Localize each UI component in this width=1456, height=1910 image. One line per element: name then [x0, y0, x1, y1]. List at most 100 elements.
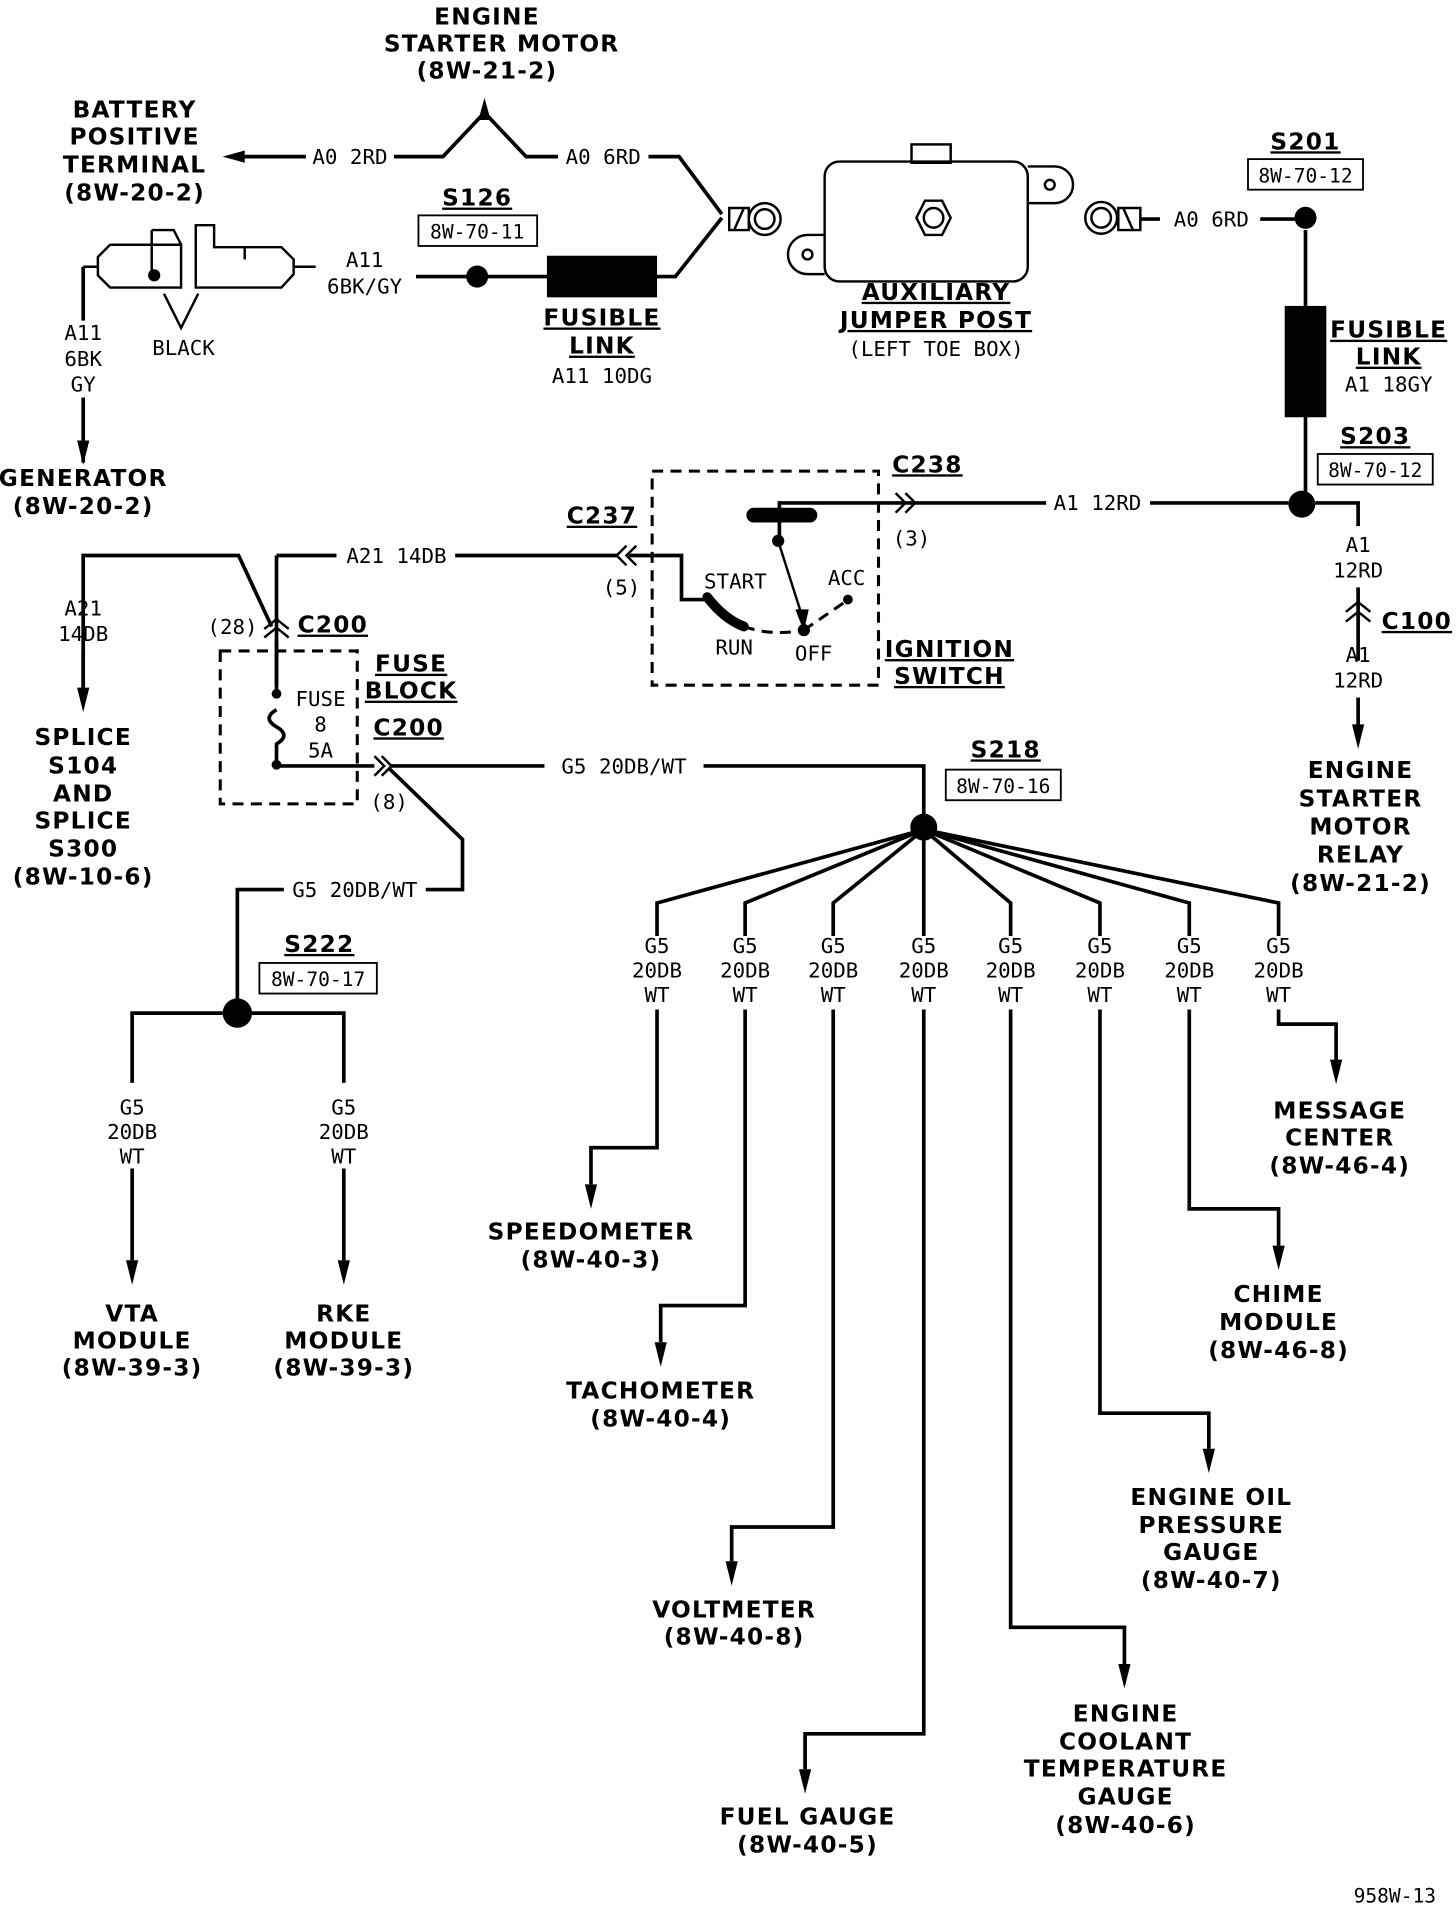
wire-label: 20DB — [319, 1120, 369, 1144]
battery-label: POSITIVE — [69, 123, 199, 150]
wire-label: 20DB — [632, 959, 682, 983]
wire-s218-branch — [655, 827, 925, 937]
splice-s203-ref-box — [1316, 453, 1434, 486]
splice-label: SPLICE — [34, 724, 131, 751]
wire-label: A1 — [1346, 533, 1371, 557]
jumper-post-label: AUXILIARY — [862, 279, 1011, 306]
wire-label: 6BK/GY — [327, 275, 403, 299]
wire-to-oil-gauge — [1098, 1009, 1211, 1449]
arrow-down-icon — [798, 1769, 812, 1794]
arrow-down-icon — [1272, 1245, 1285, 1271]
wire-label: A21 — [64, 596, 102, 620]
splice-s201-ref-box — [1247, 158, 1364, 191]
output-ref: (8W-40-5) — [737, 1831, 878, 1858]
battery-label: TERMINAL — [63, 152, 206, 179]
wire-label: 20DB — [1164, 959, 1214, 983]
output-label: GAUGE — [1163, 1539, 1259, 1566]
wire-s218-branch — [923, 827, 1192, 937]
wire-to-voltmeter — [729, 1009, 836, 1562]
relay-label: STARTER — [1299, 785, 1423, 812]
wire-label: G5 — [821, 934, 846, 958]
splice-s126-ref-box — [417, 214, 539, 247]
engine-starter-motor-label: STARTER MOTOR — [384, 30, 620, 57]
ignition-switch-label: SWITCH — [894, 663, 1005, 690]
ignition-contact-bar-icon — [746, 507, 818, 523]
connector-c100-name: C100 — [1382, 608, 1452, 635]
ring-terminal-left-icon — [728, 201, 782, 237]
splice-s222-dot — [222, 998, 253, 1028]
connector-c237-name: C237 — [567, 503, 637, 530]
connector-c200-name: C200 — [298, 612, 368, 639]
wire-label: 20DB — [107, 1120, 157, 1144]
arrow-up-icon — [478, 97, 491, 120]
wire-label: WT — [998, 983, 1024, 1007]
ignition-run-label: RUN — [715, 636, 753, 660]
wire-label: A11 — [346, 248, 384, 272]
wire-to-message-center — [1276, 1009, 1338, 1060]
wire-label: G5 — [1087, 934, 1112, 958]
arrow-down-icon — [337, 1260, 350, 1285]
wire-label: A1 12RD — [1054, 491, 1142, 515]
wire-to-chime-module — [1187, 1009, 1281, 1246]
engine-starter-motor-label: ENGINE — [434, 4, 540, 31]
fuse-label: FUSE — [296, 687, 346, 711]
relay-label: MOTOR — [1309, 813, 1411, 840]
wire-label: A0 2RD — [312, 145, 387, 169]
connector-c238-pin: (3) — [893, 527, 931, 551]
wire-label: A21 14DB — [346, 544, 446, 568]
ignition-acc-path — [802, 599, 848, 632]
ignition-acc-contact-icon — [843, 594, 853, 605]
arrow-down-icon — [1202, 1448, 1215, 1474]
splice-s218-ref: 8W-70-16 — [956, 775, 1050, 798]
splice-s203-ref: 8W-70-12 — [1328, 459, 1422, 482]
wire-label: WT — [1177, 983, 1203, 1007]
output-ref: (8W-40-8) — [664, 1623, 805, 1650]
wire-label: 20DB — [986, 959, 1036, 983]
connector-c200-pin: (28) — [207, 615, 257, 639]
splice-s126-ref: 8W-70-11 — [430, 221, 524, 244]
wire-label: GY — [71, 373, 97, 397]
wire-label: 14DB — [58, 622, 108, 646]
fuse-number: 8 — [314, 713, 327, 737]
wire-to-fuel-gauge — [803, 1009, 926, 1770]
wire-label: A1 18GY — [1345, 373, 1433, 397]
wire-a21-ign — [626, 553, 708, 602]
wire-s222-branches — [130, 1011, 346, 1261]
output-label: RKE — [316, 1300, 371, 1327]
wire-label: 12RD — [1333, 559, 1383, 583]
output-rke-module: RKE MODULE (8W-39-3) — [273, 1300, 414, 1381]
connector-c200-pin: (8) — [370, 790, 408, 814]
wire-s218-branch — [743, 827, 925, 937]
wire-label: 20DB — [1254, 959, 1304, 983]
wire-label: G5 — [911, 934, 936, 958]
connector-c200-name: C200 — [373, 714, 443, 741]
wire-label: 20DB — [808, 959, 858, 983]
wire-to-speedometer — [589, 1009, 659, 1185]
splice-s218-ref-box — [944, 768, 1062, 802]
black-label: BLACK — [152, 336, 215, 360]
output-chime-module: CHIME MODULE (8W-46-8) — [1208, 1281, 1348, 1364]
fusible-link-1-icon — [546, 255, 658, 298]
fuse-rating: 5A — [308, 738, 334, 762]
arrow-down-icon — [654, 1342, 667, 1367]
output-ref: (8W-39-3) — [273, 1354, 414, 1381]
wire-label: WT — [733, 983, 759, 1007]
ignition-off-label: OFF — [795, 642, 833, 666]
output-label: ENGINE OIL — [1130, 1484, 1292, 1511]
fuse-terminal-icon — [271, 688, 282, 699]
output-label: ENGINE — [1073, 1701, 1179, 1728]
output-oil-pressure-gauge: ENGINE OIL PRESSURE GAUGE (8W-40-7) — [1130, 1484, 1292, 1594]
relay-ref: (8W-21-2) — [1290, 870, 1431, 897]
wire-g5-to-s222 — [235, 767, 465, 1006]
generator-ref: (8W-20-2) — [13, 493, 154, 520]
engine-starter-motor-relay: ENGINE STARTER MOTOR RELAY (8W-21-2) — [1290, 757, 1431, 897]
wire-s218-branch — [831, 828, 925, 937]
wire-label: G5 — [120, 1096, 145, 1120]
splice-s201-name: S201 — [1270, 128, 1340, 155]
s218-branch-labels: G520DBWTG520DBWTG520DBWTG520DBWTG520DBWT… — [632, 934, 1304, 1007]
ignition-switch-internal-wire — [777, 501, 912, 539]
wire-label: A11 10DG — [552, 364, 652, 388]
fuse-8-icon — [267, 641, 286, 765]
output-ref: (8W-40-6) — [1055, 1812, 1196, 1839]
